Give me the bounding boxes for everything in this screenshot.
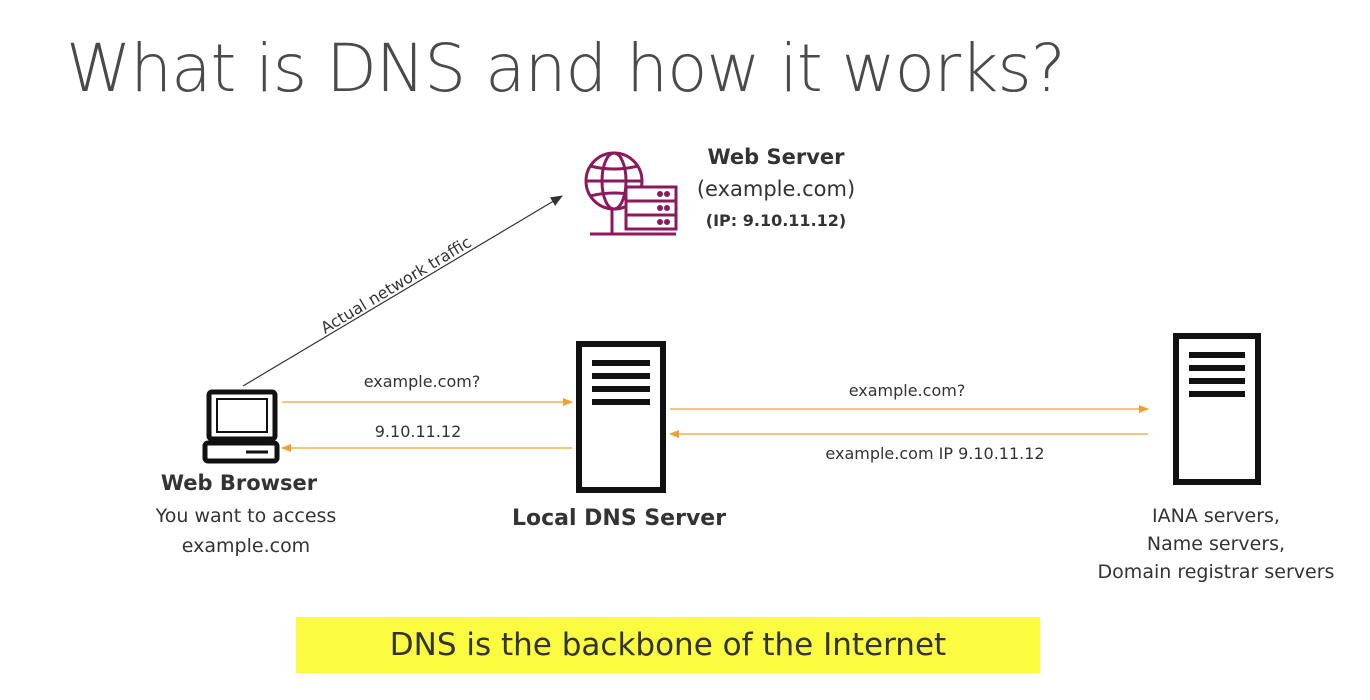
iana-line1: IANA servers, (1152, 505, 1280, 527)
browser-reply-label: 9.10.11.12 (374, 422, 462, 441)
page-title: What is DNS and how it works? (66, 30, 1066, 107)
banner-text: DNS is the backbone of the Internet (389, 627, 947, 663)
iana-line2: Name servers, (1146, 533, 1286, 555)
web-server-domain: (example.com) (696, 177, 856, 201)
browser-name: Web Browser (160, 471, 318, 495)
laptop-icon (202, 389, 280, 464)
web-server-ip: (IP: 9.10.11.12) (705, 211, 847, 230)
browser-line2: example.com (181, 535, 311, 557)
iana-line3: Domain registrar servers (1097, 561, 1335, 583)
traffic-label: Actual network traffic (317, 232, 474, 337)
iana-server-icon (1173, 333, 1261, 485)
web-server-name: Web Server (707, 145, 845, 169)
traffic-arrow (242, 195, 563, 387)
dns-reply-label: example.com IP 9.10.11.12 (825, 444, 1045, 463)
web-server-icon (584, 151, 678, 236)
dns-query-label: example.com? (848, 381, 966, 400)
browser-line1: You want to access (155, 505, 337, 527)
backbone-banner: DNS is the backbone of the Internet (296, 617, 1040, 673)
local-dns-name: Local DNS Server (511, 506, 727, 531)
local-dns-server-icon (576, 341, 666, 493)
browser-query-label: example.com? (363, 372, 481, 391)
